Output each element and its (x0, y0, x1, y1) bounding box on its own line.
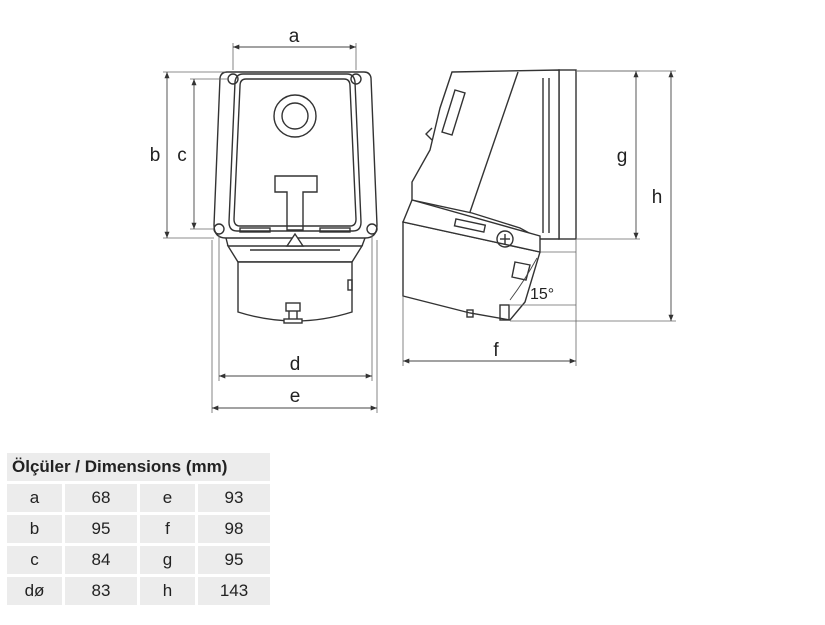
table-value: 83 (65, 577, 137, 605)
side-hinge (441, 89, 466, 136)
table-title: Ölçüler / Dimensions (mm) (7, 453, 270, 481)
table-key: f (140, 515, 195, 543)
dim-label-f: f (493, 340, 499, 361)
cable-entry-inner (281, 102, 309, 130)
dim-label-b: b (150, 145, 161, 166)
table-value: 95 (65, 515, 137, 543)
technical-drawing: a b c d e (150, 26, 676, 413)
table-row: b 95 f 98 (7, 515, 270, 543)
table-value: 143 (198, 577, 270, 605)
table-row: c 84 g 95 (7, 546, 270, 574)
table-value: 95 (198, 546, 270, 574)
table-value: 68 (65, 484, 137, 512)
lid-gasket-inner (233, 78, 357, 227)
dim-label-e: e (290, 386, 301, 407)
plug-collar (226, 245, 364, 263)
dimensions-table: Ölçüler / Dimensions (mm) a 68 e 93 b 95… (4, 450, 273, 608)
table-value: 84 (65, 546, 137, 574)
angle-label: 15° (530, 286, 554, 303)
earth-symbol (496, 230, 514, 248)
side-dimensions: g h f 15° (402, 70, 676, 366)
dim-label-a: a (289, 26, 300, 47)
label-holder (274, 175, 318, 231)
lid-gasket-outer (228, 73, 362, 232)
table-value: 98 (198, 515, 270, 543)
table-row: dø 83 h 143 (7, 577, 270, 605)
slot-left (239, 227, 271, 233)
dim-label-d: d (290, 354, 301, 375)
front-view (213, 71, 378, 324)
table-value: 93 (198, 484, 270, 512)
screw-top-right (350, 73, 362, 85)
table-key: b (7, 515, 62, 543)
table-key: h (140, 577, 195, 605)
back-plate (558, 69, 577, 240)
table-key: e (140, 484, 195, 512)
table-key: c (7, 546, 62, 574)
table-key: dø (7, 577, 62, 605)
plug-latch (285, 302, 301, 312)
slot-right (319, 227, 351, 233)
dim-label-g: g (617, 146, 628, 167)
table-key: g (140, 546, 195, 574)
table-key: a (7, 484, 62, 512)
dim-label-c: c (177, 145, 187, 166)
plug-cylinder (237, 261, 353, 322)
dim-label-h: h (652, 187, 663, 208)
table-row: a 68 e 93 (7, 484, 270, 512)
cable-entry-outer (273, 94, 317, 138)
side-view (402, 69, 577, 321)
front-dimensions: a b c d e (150, 26, 378, 413)
